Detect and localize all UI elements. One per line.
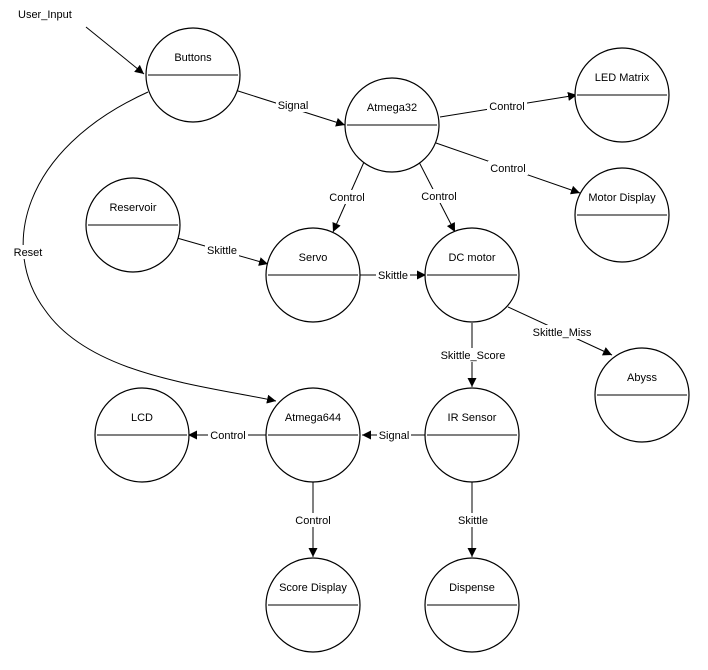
node-label-lcd: LCD <box>131 412 153 424</box>
edge-label-signal-buttons: Signal <box>278 100 309 112</box>
edge-label-signal-ir: Signal <box>379 430 410 442</box>
edge-label-control-lcd: Control <box>210 430 245 442</box>
node-label-abyss: Abyss <box>627 372 657 384</box>
external-entity-user-input: User_Input <box>18 9 72 21</box>
edge-label-skittle-dispense: Skittle <box>458 515 488 527</box>
node-atmega32: Atmega32 <box>344 77 440 173</box>
nodes: Buttons Atmega32 LED Matrix Motor Displa… <box>85 27 690 653</box>
node-label-score-display: Score Display <box>279 582 347 594</box>
edge-label-skittle-miss: Skittle_Miss <box>533 327 592 339</box>
edge-label-skittle-reservoir: Skittle <box>207 245 237 257</box>
edge-label-control-score: Control <box>295 515 330 527</box>
node-label-led-matrix: LED Matrix <box>595 72 650 84</box>
node-score-display: Score Display <box>265 557 361 653</box>
edge-labels: User_Input Signal Control Control Contro… <box>11 9 593 527</box>
node-label-atmega32: Atmega32 <box>367 102 417 114</box>
edge-label-control-dc-motor: Control <box>421 191 456 203</box>
node-label-reservoir: Reservoir <box>109 202 156 214</box>
node-abyss: Abyss <box>594 347 690 443</box>
edge-label-skittle-servo: Skittle <box>378 270 408 282</box>
node-ir-sensor: IR Sensor <box>424 387 520 483</box>
node-led-matrix: LED Matrix <box>574 47 670 143</box>
edge-label-control-servo: Control <box>329 192 364 204</box>
edge-buttons-to-atmega644-reset <box>22 91 277 404</box>
edge-label-control-led: Control <box>489 101 524 113</box>
node-dispense: Dispense <box>424 557 520 653</box>
edge-label-skittle-score: Skittle_Score <box>441 350 506 362</box>
node-label-buttons: Buttons <box>174 52 212 64</box>
node-buttons: Buttons <box>145 27 241 123</box>
node-label-atmega644: Atmega644 <box>285 412 341 424</box>
edge-label-reset: Reset <box>14 247 43 259</box>
node-motor-display: Motor Display <box>574 167 670 263</box>
node-label-servo: Servo <box>299 252 328 264</box>
node-label-ir-sensor: IR Sensor <box>448 412 497 424</box>
node-label-motor-display: Motor Display <box>588 192 656 204</box>
node-reservoir: Reservoir <box>85 177 181 273</box>
node-label-dc-motor: DC motor <box>448 252 495 264</box>
node-label-dispense: Dispense <box>449 582 495 594</box>
node-dc-motor: DC motor <box>424 227 520 323</box>
edge-user-input-to-buttons <box>85 26 145 75</box>
edge-label-control-motor-display: Control <box>490 163 525 175</box>
node-lcd: LCD <box>94 387 190 483</box>
node-atmega644: Atmega644 <box>265 387 361 483</box>
node-servo: Servo <box>265 227 361 323</box>
